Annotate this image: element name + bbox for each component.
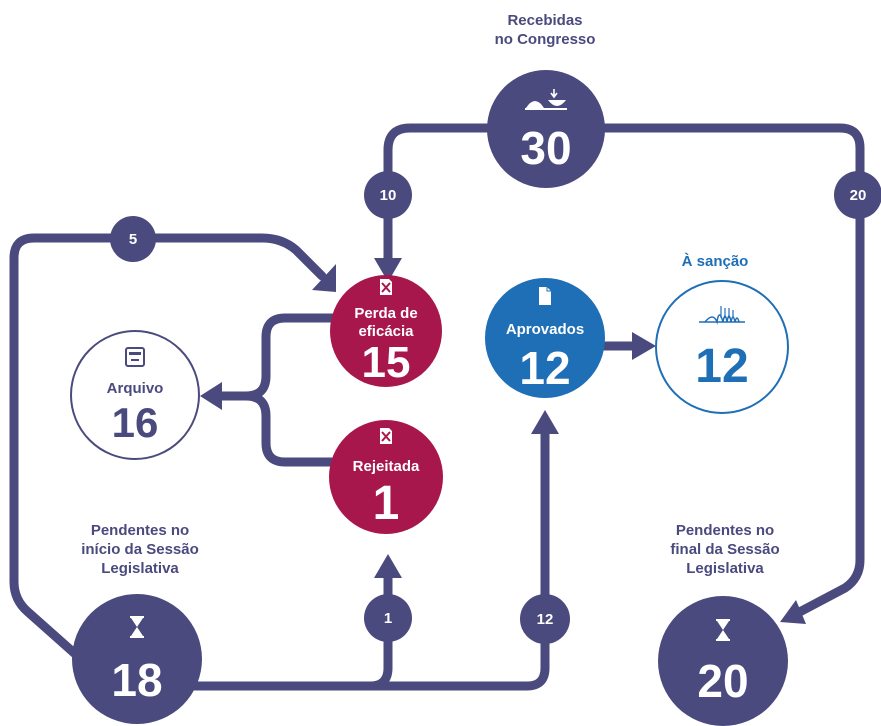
arrowhead-to-perda-top <box>374 258 402 282</box>
sancao-value: 12 <box>695 339 749 393</box>
arrowhead-to-sancao <box>632 332 656 360</box>
rejeitada-label: Rejeitada <box>352 457 420 475</box>
arrowhead-to-aprovados <box>531 410 559 434</box>
aprovados-node[interactable]: Aprovados 12 <box>485 278 605 398</box>
arquivo-value: 16 <box>111 398 159 446</box>
pendentes-inicio-caption: Pendentes no início da Sessão Legislativ… <box>55 522 225 578</box>
hourglass-icon <box>130 615 144 643</box>
arrowhead-to-rejeitada <box>374 554 402 578</box>
recebidas-caption: Recebidas no Congresso <box>470 12 620 50</box>
perda-eficacia-node[interactable]: Perda de eficácia 15 <box>330 275 442 387</box>
arrowhead-to-perda-left <box>312 264 336 292</box>
perda-value: 15 <box>361 337 411 387</box>
flow-line-recebidas-perda <box>383 123 495 267</box>
rejeitada-node[interactable]: Rejeitada 1 <box>329 420 443 534</box>
recebidas-caption-line2: no Congresso <box>494 30 596 48</box>
pendentes-final-caption: Pendentes no final da Sessão Legislativa <box>640 522 810 578</box>
sancao-caption: À sanção <box>681 253 749 270</box>
sancao-node[interactable]: 12 <box>655 280 789 414</box>
crossed-document-icon <box>378 278 394 301</box>
pendentes-inicio-caption-line2: início da Sessão <box>81 540 199 558</box>
flow-badge-pendentes-aprovados: 12 <box>520 594 570 644</box>
pendentes-inicio-caption-line3: Legislativa <box>101 559 179 577</box>
arrowhead-to-arquivo <box>200 382 222 410</box>
crossed-document-icon <box>378 427 394 450</box>
archive-box-icon <box>125 346 145 372</box>
flow-badge-pendentes-perda: 5 <box>110 216 156 262</box>
recebidas-caption-line1: Recebidas <box>507 12 583 29</box>
pendentes-final-caption-line2: final da Sessão <box>670 540 780 558</box>
recebidas-node[interactable]: 30 <box>487 70 605 188</box>
aprovados-value: 12 <box>519 341 571 394</box>
flow-badge-recebidas-pendentes-final: 20 <box>834 171 881 219</box>
arrowhead-to-pendentes-final <box>780 600 806 624</box>
flow-line-perda-arquivo <box>207 313 343 401</box>
rejeitada-value: 1 <box>372 476 400 530</box>
pendentes-inicio-caption-line1: Pendentes no <box>90 522 190 539</box>
congress-icon <box>523 88 569 117</box>
signature-pen-icon <box>697 304 747 335</box>
perda-label-line2: eficácia <box>358 322 414 340</box>
pendentes-final-node[interactable]: 20 <box>658 596 788 726</box>
flow-line-pendentes-rejeitada <box>185 565 393 691</box>
aprovados-label: Aprovados <box>505 320 585 338</box>
pendentes-inicio-value: 18 <box>111 653 163 706</box>
arquivo-node[interactable]: Arquivo 16 <box>70 330 200 460</box>
flow-line-rejeitada-arquivo <box>241 391 337 467</box>
pendentes-final-value: 20 <box>697 654 749 707</box>
flow-line-recebidas-pendentes-final <box>600 123 865 621</box>
document-icon <box>537 286 553 311</box>
pendentes-final-caption-line1: Pendentes no <box>675 522 775 539</box>
flow-line-pendentes-perda <box>9 233 327 665</box>
hourglass-icon <box>716 618 730 646</box>
flow-badge-recebidas-perda: 10 <box>364 171 412 219</box>
arquivo-label: Arquivo <box>106 379 164 397</box>
pendentes-final-caption-line3: Legislativa <box>686 559 764 577</box>
pendentes-inicio-node[interactable]: 18 <box>72 594 202 724</box>
flow-line-pendentes-aprovados <box>365 421 550 691</box>
perda-label-line1: Perda de <box>354 304 418 322</box>
flow-badge-pendentes-rejeitada: 1 <box>364 594 412 642</box>
recebidas-value: 30 <box>520 121 572 174</box>
